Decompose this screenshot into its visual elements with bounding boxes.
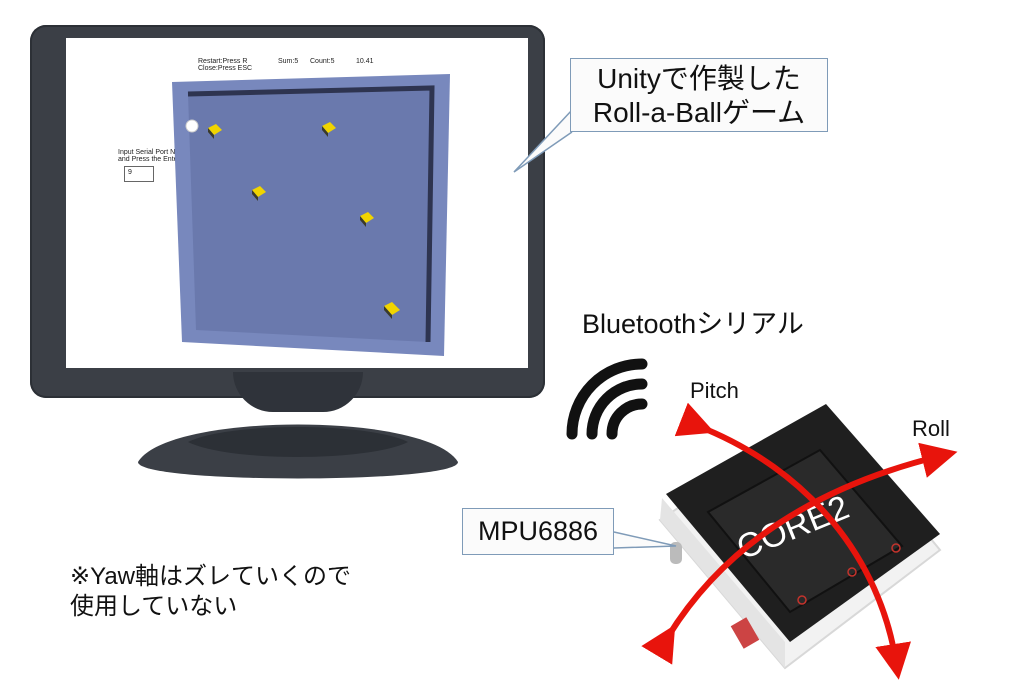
unity-callout-line1: Unityで作製した	[597, 63, 801, 94]
cube-icon	[208, 124, 222, 139]
cube-icon	[252, 186, 266, 201]
monitor-neck	[233, 372, 363, 412]
serial-prompt-line1: Input Serial Port No.	[118, 149, 182, 156]
close-hint: Close:Press ESC	[198, 65, 253, 72]
unity-callout-line2: Roll-a-Ballゲーム	[592, 97, 806, 128]
timer-readout: 10.41	[356, 58, 374, 65]
pitch-arrow-icon	[674, 402, 911, 680]
board-surface	[188, 88, 432, 342]
callout-pointer	[513, 109, 573, 173]
count-readout: Count:5	[310, 58, 335, 65]
rotation-arrows	[641, 402, 958, 680]
cube-icon	[322, 122, 336, 137]
wifi-signal-icon	[566, 358, 648, 440]
cube-icon	[384, 302, 400, 319]
pitch-label: Pitch	[690, 378, 739, 403]
serial-port-input[interactable]: 9	[124, 166, 154, 182]
game-screen: Restart:Press R Close:Press ESC Sum:5 Co…	[66, 38, 528, 368]
cube-icon	[360, 212, 374, 227]
sum-readout: Sum:5	[278, 58, 299, 65]
game-board	[172, 74, 450, 356]
mpu6886-callout: MPU6886	[462, 508, 614, 555]
yaw-note: ※Yaw軸はズレていくので 使用していない	[70, 562, 351, 622]
unity-callout: Unityで作製した Roll-a-Ballゲーム	[570, 58, 828, 132]
yaw-note-line2: 使用していない	[70, 593, 238, 620]
restart-hint: Restart:Press R	[198, 58, 248, 65]
yaw-note-line1: ※Yaw軸はズレていくので	[70, 563, 352, 590]
roll-label: Roll	[912, 416, 950, 441]
mpu-pointer	[613, 531, 677, 549]
bluetooth-serial-label: Bluetoothシリアル	[582, 309, 804, 339]
serial-prompt-line2: and Press the Enter Key	[118, 156, 194, 163]
monitor-base	[138, 424, 458, 479]
roll-arrow-icon	[641, 442, 958, 665]
ball-icon	[185, 119, 199, 133]
board-wall	[187, 85, 435, 343]
